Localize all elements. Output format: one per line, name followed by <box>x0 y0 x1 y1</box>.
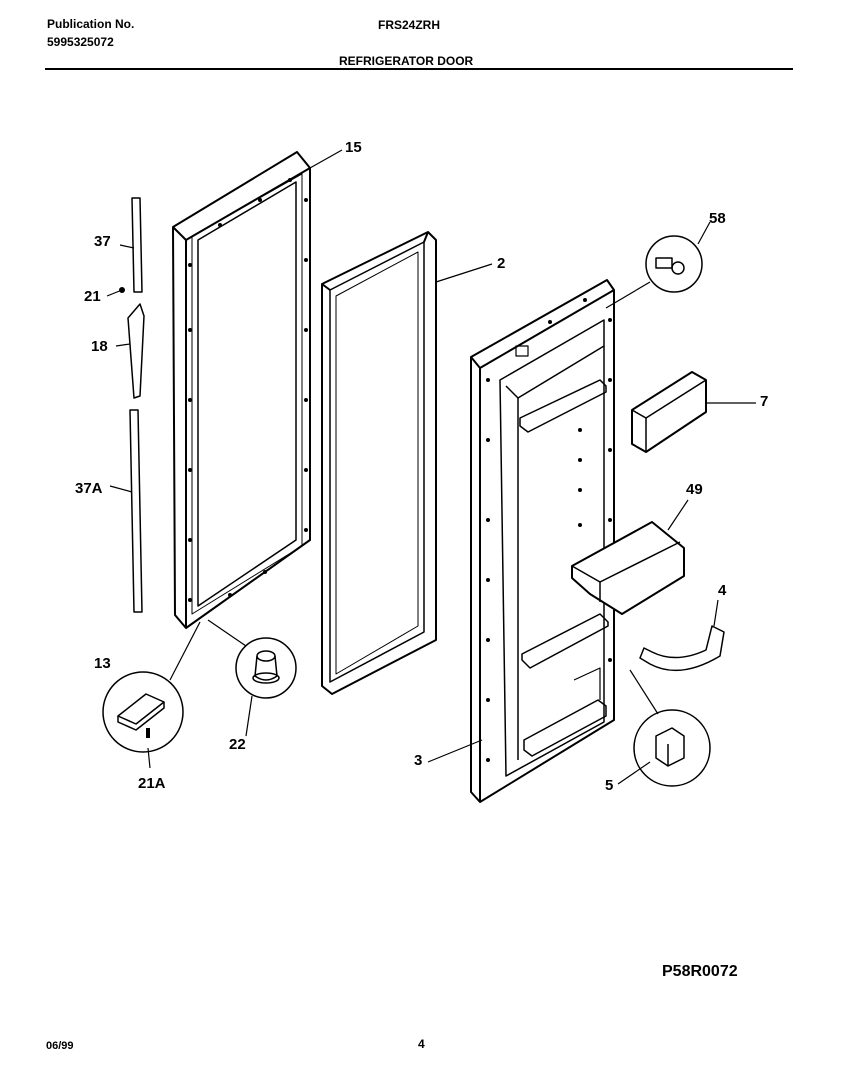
part-4-bracket <box>639 625 725 672</box>
callout-37a: 37A <box>75 480 103 497</box>
part-21-screw <box>119 287 125 293</box>
page-number: 4 <box>418 1037 425 1051</box>
callout-21: 21 <box>84 288 101 305</box>
header-rule <box>45 68 793 70</box>
part-22-detail-circle <box>235 637 297 699</box>
callout-5: 5 <box>605 777 614 794</box>
part-58-detail-circle <box>645 235 703 293</box>
part-21a-screw <box>146 728 150 738</box>
model-number: FRS24ZRH <box>378 18 441 32</box>
callout-4: 4 <box>718 582 727 599</box>
callout-21a: 21A <box>138 775 166 792</box>
callout-22: 22 <box>229 736 246 753</box>
publication-label: Publication No. <box>47 17 135 31</box>
callout-58: 58 <box>709 210 726 227</box>
footer-date: 06/99 <box>46 1040 74 1052</box>
callout-7: 7 <box>760 393 769 410</box>
part-58-screw <box>655 257 685 275</box>
part-18-handle <box>127 303 145 399</box>
diagram-code: P58R0072 <box>662 963 738 980</box>
part-7-dairy-door <box>631 371 707 453</box>
callout-13: 13 <box>94 655 111 672</box>
part-2-gasket <box>321 231 437 695</box>
callout-15: 15 <box>345 139 362 156</box>
part-5-clip <box>655 727 685 767</box>
callout-3: 3 <box>414 752 423 769</box>
part-49-door-bin <box>571 521 685 615</box>
part-13-detail-circle <box>102 671 184 753</box>
callout-49: 49 <box>686 481 703 498</box>
part-3-door-liner <box>470 279 615 803</box>
part-37a-trim <box>129 409 143 613</box>
callout-37: 37 <box>94 233 111 250</box>
publication-number: 5995325072 <box>47 35 114 49</box>
part-15-door-frame <box>172 151 311 629</box>
callout-2: 2 <box>497 255 506 272</box>
callout-18: 18 <box>91 338 108 355</box>
part-37-trim <box>131 197 143 293</box>
part-13-hinge <box>117 693 165 731</box>
section-title: REFRIGERATOR DOOR <box>339 54 474 68</box>
part-5-detail-circle <box>633 709 711 787</box>
part-22-cap <box>252 650 280 684</box>
